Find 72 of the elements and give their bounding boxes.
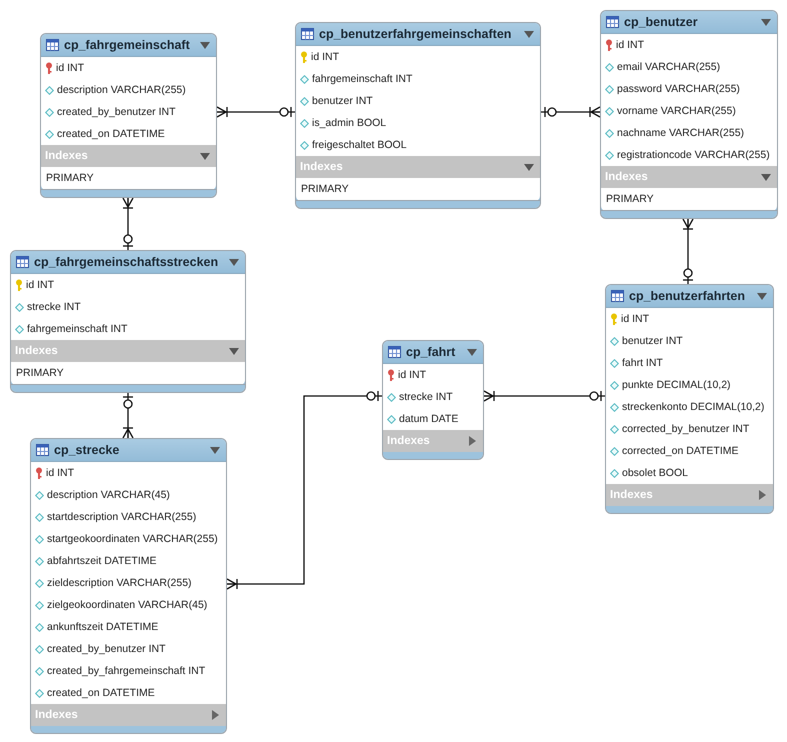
relationship-line bbox=[122, 393, 134, 439]
relationship-line bbox=[226, 390, 382, 590]
relationship-line bbox=[541, 106, 601, 118]
column-name: id INT bbox=[26, 279, 54, 291]
column-name: registrationcode VARCHAR(255) bbox=[617, 149, 770, 161]
table-card bbox=[30, 438, 227, 734]
column-name: fahrt INT bbox=[622, 357, 663, 369]
column-name: zielgeokoordinaten VARCHAR(45) bbox=[47, 599, 208, 611]
column-name: description VARCHAR(255) bbox=[57, 84, 186, 96]
relationship-line bbox=[483, 390, 605, 402]
relationship-line bbox=[682, 218, 694, 284]
column-name: abfahrtszeit DATETIME bbox=[47, 555, 157, 567]
table-name: cp_fahrgemeinschaft bbox=[64, 38, 191, 52]
column-name: id INT bbox=[46, 467, 74, 479]
table-name: cp_benutzerfahrgemeinschaften bbox=[319, 27, 512, 41]
table-card bbox=[10, 250, 246, 393]
column-name: password VARCHAR(255) bbox=[617, 83, 740, 95]
column-name: startdescription VARCHAR(255) bbox=[47, 511, 196, 523]
column-name: corrected_on DATETIME bbox=[622, 445, 739, 457]
table-card bbox=[600, 10, 778, 219]
column-name: id INT bbox=[621, 313, 650, 325]
column-name: startgeokoordinaten VARCHAR(255) bbox=[47, 533, 218, 545]
table-name: cp_benutzerfahrten bbox=[629, 289, 746, 303]
relationship-line bbox=[216, 106, 295, 118]
indexes-label: Indexes bbox=[300, 161, 344, 173]
column-name: id INT bbox=[616, 39, 644, 51]
column-name: created_by_fahrgemeinschaft INT bbox=[47, 665, 206, 677]
column-name: fahrgemeinschaft INT bbox=[27, 323, 128, 335]
column-name: created_on DATETIME bbox=[47, 687, 155, 699]
column-name: is_admin BOOL bbox=[312, 117, 386, 129]
relationship-line bbox=[122, 197, 134, 250]
indexes-label: Indexes bbox=[15, 345, 59, 357]
column-name: id INT bbox=[311, 51, 340, 63]
column-name: freigeschaltet BOOL bbox=[312, 139, 407, 151]
column-name: obsolet BOOL bbox=[622, 467, 688, 479]
table-name: cp_strecke bbox=[54, 443, 120, 457]
table-card bbox=[605, 284, 774, 514]
table-name: cp_benutzer bbox=[624, 15, 699, 29]
table-name: cp_fahrgemeinschaftsstrecken bbox=[34, 255, 220, 269]
indexes-label: Indexes bbox=[35, 709, 79, 721]
column-name: benutzer INT bbox=[312, 95, 373, 107]
column-name: description VARCHAR(45) bbox=[47, 489, 170, 501]
column-name: corrected_by_benutzer INT bbox=[622, 423, 750, 435]
column-name: benutzer INT bbox=[622, 335, 683, 347]
table-card bbox=[382, 340, 484, 460]
indexes-label: Indexes bbox=[605, 171, 649, 183]
column-name: id INT bbox=[398, 369, 426, 381]
column-name: streckenkonto DECIMAL(10,2) bbox=[622, 401, 764, 413]
table-card bbox=[40, 33, 217, 198]
column-name: punkte DECIMAL(10,2) bbox=[622, 379, 731, 391]
index-name: PRIMARY bbox=[606, 193, 654, 205]
table-name: cp_fahrt bbox=[406, 345, 456, 359]
column-name: nachname VARCHAR(255) bbox=[617, 127, 744, 139]
column-name: id INT bbox=[56, 62, 84, 74]
indexes-label: Indexes bbox=[610, 489, 654, 501]
index-name: PRIMARY bbox=[301, 183, 349, 195]
column-name: created_by_benutzer INT bbox=[47, 643, 166, 655]
column-name: ankunftszeit DATETIME bbox=[47, 621, 158, 633]
column-name: fahrgemeinschaft INT bbox=[312, 73, 412, 85]
table-card bbox=[295, 22, 541, 209]
indexes-label: Indexes bbox=[387, 435, 431, 447]
column-name: created_by_benutzer INT bbox=[57, 106, 176, 118]
index-name: PRIMARY bbox=[46, 172, 94, 184]
column-name: strecke INT bbox=[399, 391, 453, 403]
column-name: vorname VARCHAR(255) bbox=[617, 105, 736, 117]
column-name: zieldescription VARCHAR(255) bbox=[47, 577, 192, 589]
column-name: strecke INT bbox=[27, 301, 81, 313]
column-name: datum DATE bbox=[399, 413, 458, 425]
index-name: PRIMARY bbox=[16, 367, 64, 379]
column-name: email VARCHAR(255) bbox=[617, 61, 720, 73]
indexes-label: Indexes bbox=[45, 150, 89, 162]
column-name: created_on DATETIME bbox=[57, 128, 165, 140]
